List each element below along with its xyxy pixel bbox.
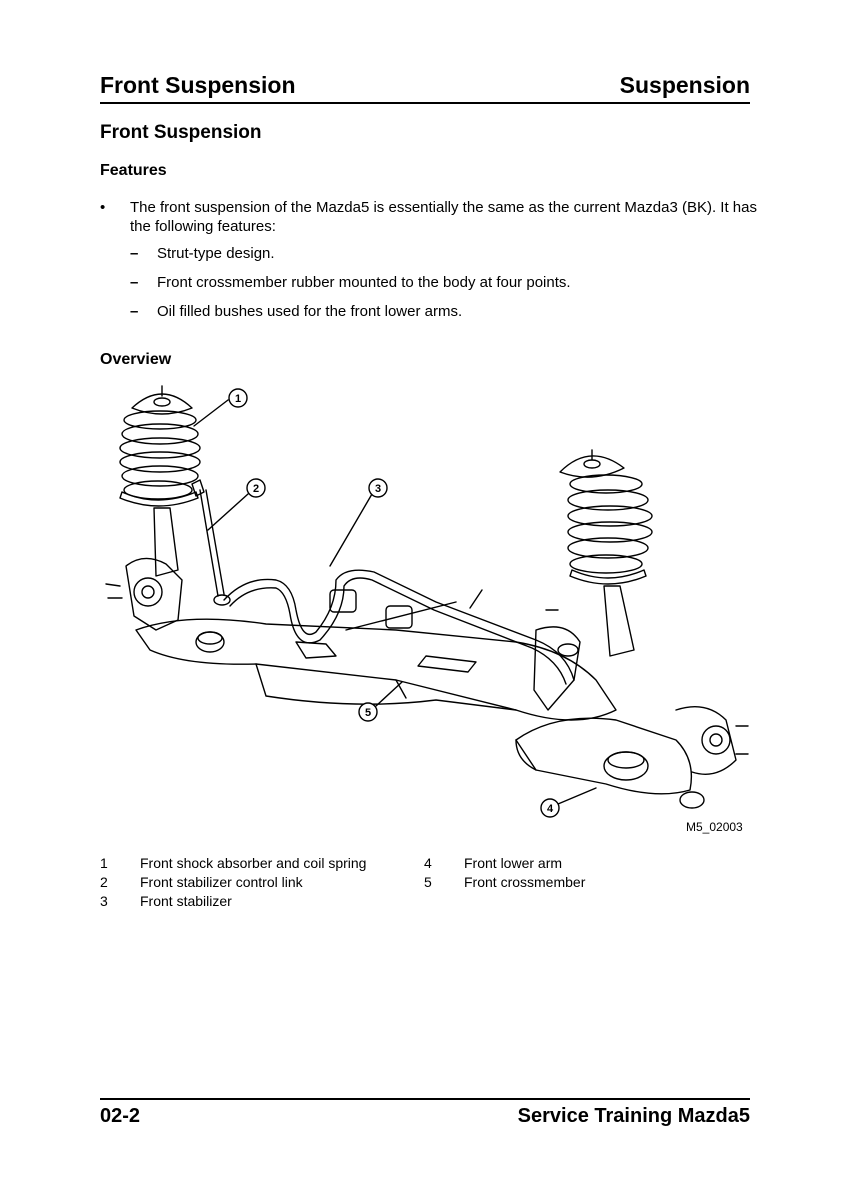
legend-number: 5 <box>424 874 432 890</box>
legend-number: 4 <box>424 855 432 871</box>
left-strut-assembly <box>105 385 201 631</box>
svg-text:4: 4 <box>547 803 554 815</box>
svg-text:2: 2 <box>253 483 259 495</box>
legend-number: 3 <box>100 893 108 909</box>
legend-number: 1 <box>100 855 108 871</box>
legend-label: Front crossmember <box>464 874 586 890</box>
svg-text:1: 1 <box>235 393 241 405</box>
page-header: Front Suspension Suspension <box>100 72 750 104</box>
svg-text:5: 5 <box>365 707 371 719</box>
features-heading: Features <box>100 162 167 179</box>
svg-text:3: 3 <box>375 483 381 495</box>
overview-heading: Overview <box>100 351 172 368</box>
right-lower-arm <box>515 626 749 809</box>
legend-number: 2 <box>100 874 108 890</box>
legend-label: Front lower arm <box>464 855 563 871</box>
stabilizer-control-link <box>191 479 231 606</box>
dash-icon: – <box>130 303 139 320</box>
front-crossmember <box>135 589 617 721</box>
footer-publication-title: Service Training Mazda5 <box>517 1105 750 1127</box>
feature-item-text: Front crossmember rubber mounted to the … <box>157 274 571 291</box>
callout-2: 2 <box>207 478 266 531</box>
legend-label: Front stabilizer <box>140 893 232 909</box>
right-strut-assembly <box>559 449 653 657</box>
front-suspension-diagram: 1 2 3 4 5 <box>105 385 749 818</box>
dash-icon: – <box>130 274 139 291</box>
callout-1: 1 <box>193 388 248 427</box>
legend-label: Front shock absorber and coil spring <box>140 855 367 871</box>
features-bullet-text: The front suspension of the Mazda5 is es… <box>130 199 757 235</box>
page-footer: 02-2 Service Training Mazda5 <box>100 1098 750 1130</box>
bullet-icon: • <box>100 199 106 216</box>
legend-label: Front stabilizer control link <box>140 874 303 890</box>
dash-icon: – <box>130 245 139 262</box>
section-title: Front Suspension <box>100 122 262 143</box>
page-number: 02-2 <box>100 1105 141 1127</box>
front-stabilizer-bar <box>223 569 575 685</box>
figure-code: M5_02003 <box>686 820 743 834</box>
header-chapter-title: Front Suspension <box>100 72 296 98</box>
feature-item-text: Oil filled bushes used for the front low… <box>157 303 463 320</box>
header-section-name: Suspension <box>619 72 750 98</box>
callout-3: 3 <box>329 478 388 567</box>
callout-5: 5 <box>358 681 403 722</box>
callout-4: 4 <box>540 787 597 818</box>
feature-item-text: Strut-type design. <box>157 245 275 262</box>
